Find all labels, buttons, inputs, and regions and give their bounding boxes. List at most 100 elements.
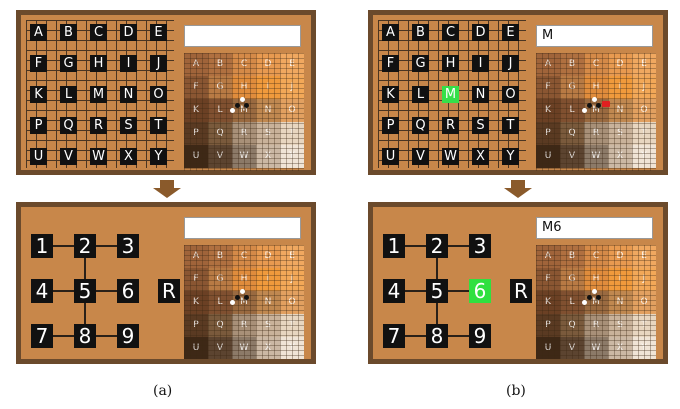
letter-key-r[interactable]: R [442,117,459,134]
number-key-5[interactable]: 5 [74,279,96,303]
letter-key-k[interactable]: K [382,86,399,103]
heatmap-cell-y: Y [632,145,656,168]
letter-key-a[interactable]: A [382,24,399,41]
letter-key-k[interactable]: K [30,86,47,103]
return-key[interactable]: R [158,279,180,303]
down-arrow-head [153,188,181,198]
number-key-1[interactable]: 1 [383,234,405,258]
letter-key-m[interactable]: M [442,86,459,103]
letter-key-y[interactable]: Y [502,148,519,165]
letter-key-l[interactable]: L [60,86,77,103]
letter-key-c[interactable]: C [90,24,107,41]
heatmap-cell-d: D [256,53,280,76]
number-key-4[interactable]: 4 [383,279,405,303]
input-textbox[interactable] [184,217,301,239]
input-textbox[interactable]: M6 [536,217,653,239]
heatmap-cell-y: Y [280,337,304,359]
heatmap-cell-c: C [584,53,608,76]
letter-key-v[interactable]: V [412,148,429,165]
letter-key-f[interactable]: F [382,55,399,72]
letter-key-x[interactable]: X [120,148,137,165]
letter-key-p[interactable]: P [30,117,47,134]
letter-key-b[interactable]: B [412,24,429,41]
heatmap-grid [536,245,656,359]
letter-key-o[interactable]: O [502,86,519,103]
number-key-2[interactable]: 2 [426,234,448,258]
letter-key-d[interactable]: D [472,24,489,41]
number-key-4[interactable]: 4 [31,279,53,303]
heatmap-cell-j: J [632,268,656,291]
heatmap-cell-j: J [632,76,656,99]
letter-key-a[interactable]: A [30,24,47,41]
gaze-point [235,295,240,300]
letter-key-s[interactable]: S [472,117,489,134]
number-key-8[interactable]: 8 [74,324,96,348]
number-key-3[interactable]: 3 [117,234,139,258]
number-key-6[interactable]: 6 [469,279,491,303]
letter-key-t[interactable]: T [150,117,167,134]
return-key[interactable]: R [510,279,532,303]
letter-key-r[interactable]: R [90,117,107,134]
heatmap-cell-p: P [184,314,208,337]
number-key-9[interactable]: 9 [469,324,491,348]
letter-key-c[interactable]: C [442,24,459,41]
letter-key-e[interactable]: E [502,24,519,41]
letter-key-y[interactable]: Y [150,148,167,165]
letter-key-q[interactable]: Q [412,117,429,134]
letter-key-e[interactable]: E [150,24,167,41]
letter-key-j[interactable]: J [502,55,519,72]
gaze-point [582,108,587,113]
number-key-7[interactable]: 7 [383,324,405,348]
letter-key-i[interactable]: I [120,55,137,72]
number-key-1[interactable]: 1 [31,234,53,258]
letter-key-w[interactable]: W [90,148,107,165]
number-key-7[interactable]: 7 [31,324,53,348]
letter-key-g[interactable]: G [412,55,429,72]
letter-key-s[interactable]: S [120,117,137,134]
heatmap-cell-p: P [536,122,560,145]
heatmap-cell-f: F [536,268,560,291]
heatmap-cell-k: K [536,291,560,314]
letter-key-w[interactable]: W [442,148,459,165]
heatmap-cell-l: L [560,291,584,314]
gaze-point [235,103,240,108]
letter-key-b[interactable]: B [60,24,77,41]
gaze-point [244,103,249,108]
heatmap-cell-p: P [536,314,560,337]
number-key-8[interactable]: 8 [426,324,448,348]
letter-key-n[interactable]: N [472,86,489,103]
letter-key-l[interactable]: L [412,86,429,103]
letter-key-f[interactable]: F [30,55,47,72]
input-textbox[interactable]: M [536,25,653,47]
letter-key-o[interactable]: O [150,86,167,103]
letter-key-v[interactable]: V [60,148,77,165]
letter-key-m[interactable]: M [90,86,107,103]
number-key-3[interactable]: 3 [469,234,491,258]
input-textbox[interactable] [184,25,301,47]
letter-key-n[interactable]: N [120,86,137,103]
letter-key-j[interactable]: J [150,55,167,72]
heatmap-cell-c: C [584,245,608,268]
letter-key-x[interactable]: X [472,148,489,165]
number-key-5[interactable]: 5 [426,279,448,303]
letter-key-i[interactable]: I [472,55,489,72]
letter-key-h[interactable]: H [90,55,107,72]
letter-key-d[interactable]: D [120,24,137,41]
heatmap-cell-b: B [208,245,232,268]
heatmap-cell-y: Y [632,337,656,359]
number-key-6[interactable]: 6 [117,279,139,303]
number-key-2[interactable]: 2 [74,234,96,258]
letter-key-g[interactable]: G [60,55,77,72]
letter-key-u[interactable]: U [382,148,399,165]
heatmap-cell-l: L [560,99,584,122]
letter-key-t[interactable]: T [502,117,519,134]
letter-key-h[interactable]: H [442,55,459,72]
letter-key-q[interactable]: Q [60,117,77,134]
letter-key-u[interactable]: U [30,148,47,165]
letter-key-p[interactable]: P [382,117,399,134]
heatmap-cell-n: N [608,291,632,314]
number-key-9[interactable]: 9 [117,324,139,348]
heatmap-cell-f: F [184,268,208,291]
